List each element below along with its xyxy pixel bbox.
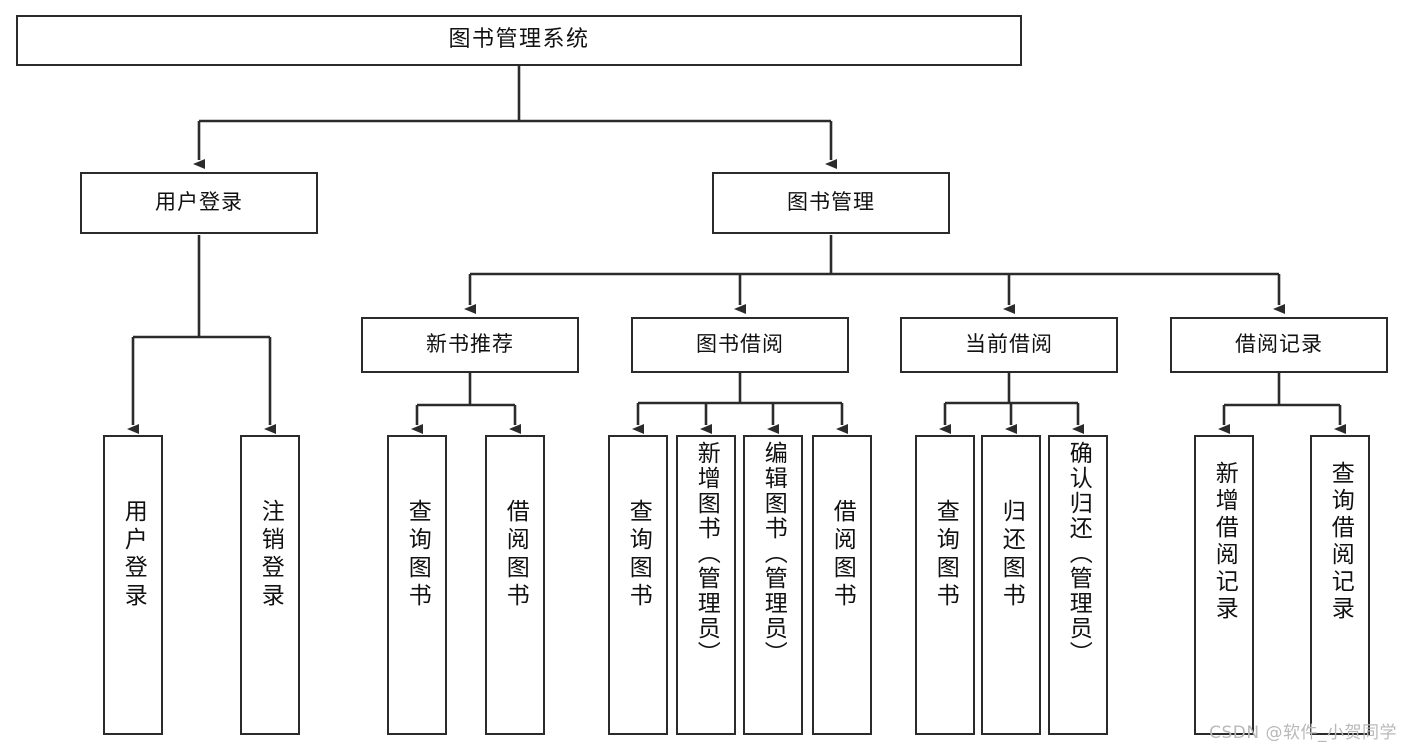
node-leaf-user-login-label: 用户登录 <box>120 499 147 611</box>
node-leaf-edit-book-label: 编辑图书（管理员） <box>760 441 787 666</box>
node-leaf-confirm-return[interactable]: 确认归还（管理员） <box>1048 435 1108 735</box>
node-leaf-borrow-book-2[interactable]: 借阅图书 <box>812 435 872 735</box>
node-new-book-recommend-label: 新书推荐 <box>426 332 514 357</box>
node-leaf-query-book-1[interactable]: 查询图书 <box>387 435 447 735</box>
node-user-login[interactable]: 用户登录 <box>80 172 318 234</box>
node-borrow-record-label: 借阅记录 <box>1235 332 1323 357</box>
node-leaf-edit-book[interactable]: 编辑图书（管理员） <box>743 435 803 735</box>
node-leaf-add-book[interactable]: 新增图书（管理员） <box>676 435 736 735</box>
node-leaf-query-record[interactable]: 查询借阅记录 <box>1310 435 1370 735</box>
node-book-manage-label: 图书管理 <box>787 190 875 215</box>
node-leaf-user-logout-label: 注销登录 <box>257 499 284 611</box>
node-leaf-user-logout[interactable]: 注销登录 <box>240 435 300 735</box>
node-borrow-record[interactable]: 借阅记录 <box>1170 317 1388 373</box>
node-current-borrow[interactable]: 当前借阅 <box>900 317 1118 373</box>
node-book-manage[interactable]: 图书管理 <box>712 172 950 234</box>
node-leaf-add-book-label: 新增图书（管理员） <box>693 441 720 666</box>
node-root[interactable]: 图书管理系统 <box>16 15 1022 66</box>
node-leaf-query-book-3[interactable]: 查询图书 <box>915 435 975 735</box>
node-leaf-borrow-book-1[interactable]: 借阅图书 <box>485 435 545 735</box>
node-book-borrow-label: 图书借阅 <box>696 332 784 357</box>
node-leaf-return-book[interactable]: 归还图书 <box>981 435 1041 735</box>
node-leaf-return-book-label: 归还图书 <box>998 499 1025 611</box>
node-leaf-query-book-2[interactable]: 查询图书 <box>608 435 668 735</box>
node-leaf-borrow-book-2-label: 借阅图书 <box>829 499 856 611</box>
node-book-borrow[interactable]: 图书借阅 <box>631 317 849 373</box>
node-leaf-query-record-label: 查询借阅记录 <box>1327 461 1354 623</box>
node-current-borrow-label: 当前借阅 <box>965 332 1053 357</box>
node-leaf-user-login[interactable]: 用户登录 <box>103 435 163 735</box>
node-new-book-recommend[interactable]: 新书推荐 <box>361 317 579 373</box>
node-leaf-confirm-return-label: 确认归还（管理员） <box>1065 441 1092 666</box>
node-root-label: 图书管理系统 <box>448 27 590 53</box>
node-leaf-add-record[interactable]: 新增借阅记录 <box>1194 435 1254 735</box>
node-leaf-borrow-book-1-label: 借阅图书 <box>502 499 529 611</box>
node-leaf-query-book-1-label: 查询图书 <box>404 499 431 611</box>
node-leaf-add-record-label: 新增借阅记录 <box>1211 461 1238 623</box>
node-user-login-label: 用户登录 <box>155 190 243 215</box>
node-leaf-query-book-3-label: 查询图书 <box>932 499 959 611</box>
node-leaf-query-book-2-label: 查询图书 <box>625 499 652 611</box>
